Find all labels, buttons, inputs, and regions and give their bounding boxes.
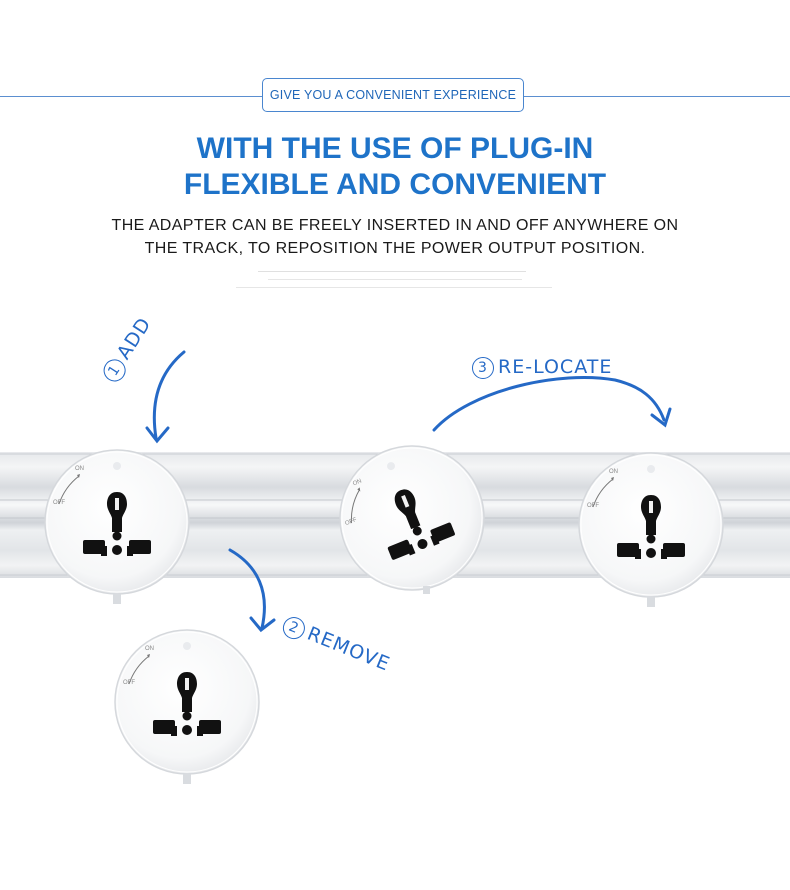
headline-line-2: FLEXIBLE AND CONVENIENT — [183, 168, 607, 201]
socket-adapter-1[interactable]: ON OFF — [44, 449, 190, 604]
socket-2-off-label: OFF — [123, 680, 135, 686]
socket-adapter-removed[interactable]: ON OFF — [114, 629, 260, 784]
header-rule-right — [524, 96, 790, 97]
step-relocate-text: RE-LOCATE — [498, 356, 613, 378]
socket-1-off-label: OFF — [53, 500, 65, 506]
socket-3-off-label: OFF — [344, 517, 358, 527]
header-rule-left — [0, 96, 262, 97]
add-arrow — [152, 350, 186, 440]
socket-4-on-label: ON — [609, 469, 618, 475]
remove-arrow-head — [249, 616, 276, 633]
step-relocate-number: 3 — [472, 356, 494, 379]
headline-line-1: WITH THE USE OF PLUG-IN — [196, 132, 594, 165]
add-arrow-head — [145, 426, 170, 444]
header-badge: GIVE YOU A CONVENIENT EXPERIENCE — [262, 78, 524, 112]
remove-arrow — [228, 548, 266, 630]
step-arrows — [145, 350, 672, 633]
subline-line-2: THE TRACK, TO REPOSITION THE POWER OUTPU… — [144, 240, 646, 257]
socket-3-on-label: ON — [352, 478, 363, 487]
subline-line-1: THE ADAPTER CAN BE FREELY INSERTED IN AN… — [111, 217, 679, 234]
socket-2-on-label: ON — [145, 646, 154, 652]
socket-1-on-label: ON — [75, 466, 84, 472]
socket-4-off-label: OFF — [587, 503, 599, 509]
relocate-arrow-head — [650, 407, 672, 428]
relocate-arrow — [432, 376, 666, 432]
socket-adapter-3[interactable]: ON OFF — [317, 423, 507, 613]
socket-3-stem — [423, 586, 430, 594]
socket-adapter-relocated[interactable]: ON OFF — [578, 452, 724, 607]
